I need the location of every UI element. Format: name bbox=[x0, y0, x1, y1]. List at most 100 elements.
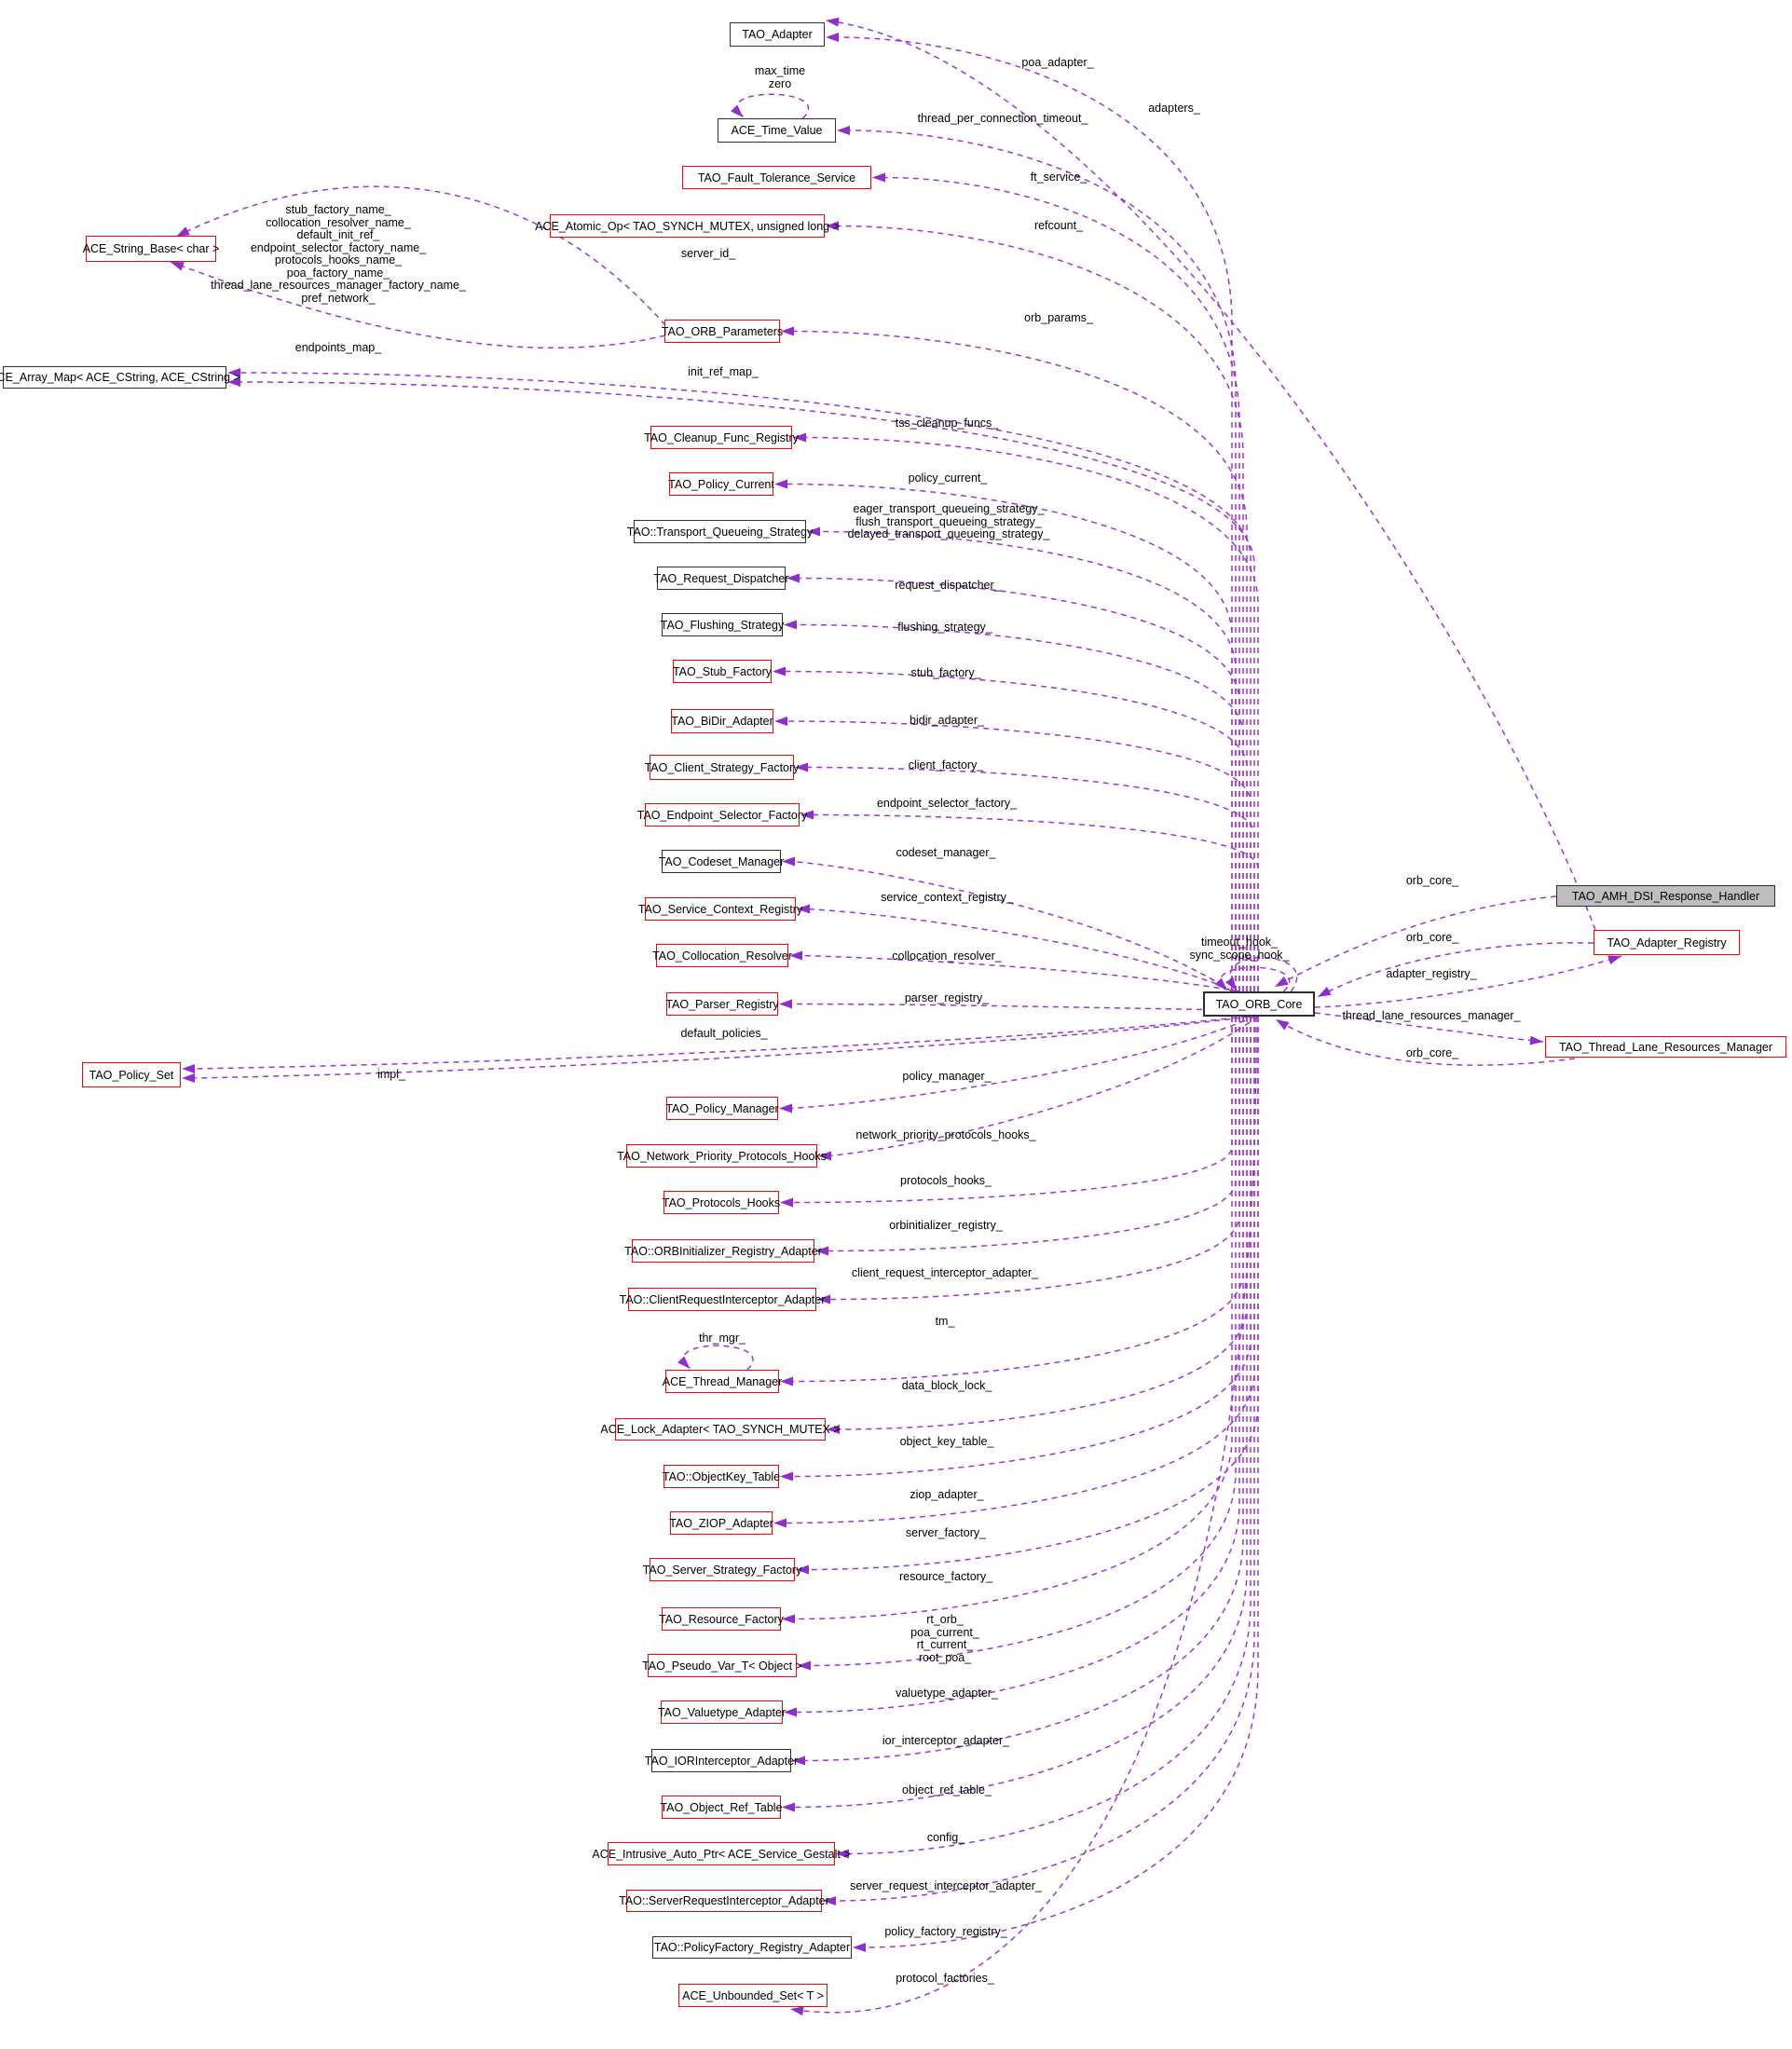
class-node-amh[interactable]: TAO_AMH_DSI_Response_Handler bbox=[1556, 885, 1775, 907]
arrowhead-icon bbox=[781, 326, 794, 336]
edge-line bbox=[789, 1003, 1203, 1011]
class-node-tqs[interactable]: TAO::Transport_Queueing_Strategy bbox=[627, 520, 813, 543]
arrowhead-icon bbox=[790, 2006, 804, 2016]
edge-label: rt_orb_poa_current_rt_current_root_poa_ bbox=[910, 1613, 979, 1664]
edge-label: service_context_registry_ bbox=[881, 891, 1013, 904]
class-node-iorint[interactable]: TAO_IORInterceptor_Adapter bbox=[645, 1749, 798, 1772]
class-node-parser[interactable]: TAO_Parser_Registry bbox=[665, 992, 779, 1016]
arrowhead-icon bbox=[227, 368, 240, 377]
edge-label: refcount_ bbox=[1033, 219, 1084, 232]
class-node-resfac[interactable]: TAO_Resource_Factory bbox=[659, 1607, 784, 1631]
class-node-atomic[interactable]: ACE_Atomic_Op< TAO_SYNCH_MUTEX, unsigned… bbox=[535, 214, 840, 238]
edge-label: orb_core_ bbox=[1405, 874, 1459, 887]
edge-label: network_priority_protocols_hooks_ bbox=[855, 1128, 1036, 1141]
class-node-clientsf[interactable]: TAO_Client_Strategy_Factory bbox=[645, 755, 799, 780]
edge-line bbox=[789, 1016, 1257, 2014]
edge-line bbox=[847, 130, 1237, 991]
arrowhead-icon bbox=[171, 262, 185, 271]
arrowhead-icon bbox=[823, 1896, 836, 1906]
arrowhead-icon bbox=[1214, 977, 1227, 990]
arrowhead-icon bbox=[182, 1073, 195, 1083]
class-node-netprio[interactable]: TAO_Network_Priority_Protocols_Hooks bbox=[617, 1144, 827, 1168]
edge-line bbox=[783, 670, 1248, 991]
class-node-policycur[interactable]: TAO_Policy_Current bbox=[668, 472, 774, 496]
edge-label: adapter_registry_ bbox=[1386, 967, 1477, 980]
class-node-svcctx[interactable]: TAO_Service_Context_Registry bbox=[638, 897, 802, 921]
arrowhead-icon bbox=[1529, 1035, 1543, 1045]
arrowhead-icon bbox=[826, 17, 840, 27]
class-node-arraymap[interactable]: ACE_Array_Map< ACE_CString, ACE_CString … bbox=[0, 366, 240, 389]
class-node-policyset[interactable]: TAO_Policy_Set bbox=[82, 1062, 181, 1087]
class-node-bidir[interactable]: TAO_BiDir_Adapter bbox=[671, 709, 773, 733]
class-node-thrmgr[interactable]: ACE_Thread_Manager bbox=[663, 1370, 782, 1393]
edge-label: server_id_ bbox=[680, 247, 736, 260]
class-node-colloc[interactable]: TAO_Collocation_Resolver bbox=[652, 944, 792, 967]
arrowhead-icon bbox=[1224, 977, 1237, 990]
class-node-flush[interactable]: TAO_Flushing_Strategy bbox=[661, 613, 784, 636]
arrowhead-icon bbox=[784, 620, 797, 630]
edge-label: orb_core_ bbox=[1405, 1046, 1459, 1059]
class-node-orbparams[interactable]: TAO_ORB_Parameters bbox=[662, 320, 783, 343]
arrowhead-icon bbox=[1275, 976, 1289, 987]
class-node-serverreq[interactable]: TAO::ServerRequestInterceptor_Adapter bbox=[619, 1890, 829, 1912]
class-node-endpsel[interactable]: TAO_Endpoint_Selector_Factory bbox=[637, 803, 807, 826]
edge-line bbox=[682, 1345, 754, 1371]
edge-label: object_key_table_ bbox=[899, 1435, 994, 1448]
arrowhead-icon bbox=[780, 1376, 793, 1386]
class-node-cleanup[interactable]: TAO_Cleanup_Func_Registry bbox=[644, 426, 799, 449]
arrowhead-icon bbox=[784, 1707, 797, 1717]
class-node-clientreq[interactable]: TAO::ClientRequestInterceptor_Adapter bbox=[620, 1288, 825, 1311]
arrowhead-icon bbox=[782, 1802, 795, 1812]
edge-label: orb_params_ bbox=[1024, 311, 1093, 324]
edge-line bbox=[791, 330, 1248, 991]
edge-line bbox=[170, 261, 666, 349]
arrowhead-icon bbox=[795, 762, 808, 772]
arrowhead-icon bbox=[677, 1356, 691, 1369]
class-node-adreg[interactable]: TAO_Adapter_Registry bbox=[1594, 930, 1740, 955]
class-node-protohooks[interactable]: TAO_Protocols_Hooks bbox=[663, 1191, 780, 1214]
class-node-ziop[interactable]: TAO_ZIOP_Adapter bbox=[669, 1511, 773, 1535]
class-node-ft[interactable]: TAO_Fault_Tolerance_Service bbox=[682, 166, 871, 189]
edge-line bbox=[828, 1017, 1240, 1301]
class-node-reqdisp[interactable]: TAO_Request_Dispatcher bbox=[654, 567, 789, 590]
edge-label: thread_lane_resources_manager_ bbox=[1342, 1009, 1521, 1022]
class-node-intrusive[interactable]: ACE_Intrusive_Auto_Ptr< ACE_Service_Gest… bbox=[592, 1842, 851, 1865]
class-node-objkey[interactable]: TAO::ObjectKey_Table bbox=[663, 1465, 780, 1488]
edge-line bbox=[811, 813, 1259, 991]
arrowhead-icon bbox=[826, 221, 839, 231]
class-node-valuetype[interactable]: TAO_Valuetype_Adapter bbox=[658, 1701, 786, 1724]
class-node-strbase[interactable]: ACE_String_Base< char > bbox=[83, 236, 219, 262]
edge-label: thr_mgr_ bbox=[698, 1332, 746, 1345]
class-node-tlrm[interactable]: TAO_Thread_Lane_Resources_Manager bbox=[1545, 1036, 1786, 1058]
edge-label: poa_adapter_ bbox=[1021, 56, 1094, 69]
class-node-objref[interactable]: TAO_Object_Ref_Table bbox=[660, 1796, 783, 1819]
edge-label: collocation_resolver_ bbox=[892, 949, 1002, 963]
edge-line bbox=[1229, 957, 1298, 992]
edge-label: endpoints_map_ bbox=[294, 341, 382, 354]
class-node-core[interactable]: TAO_ORB_Core bbox=[1203, 991, 1315, 1017]
arrowhead-icon bbox=[731, 104, 744, 117]
edge-label: policy_factory_registry_ bbox=[884, 1925, 1007, 1938]
edge-line bbox=[789, 1016, 1255, 1110]
class-node-pseudovar[interactable]: TAO_Pseudo_Var_T< Object > bbox=[642, 1654, 802, 1677]
class-node-lockad[interactable]: ACE_Lock_Adapter< TAO_SYNCH_MUTEX > bbox=[600, 1418, 841, 1441]
class-node-orbinit[interactable]: TAO::ORBInitializer_Registry_Adapter bbox=[624, 1239, 822, 1263]
class-node-codeset[interactable]: TAO_Codeset_Manager bbox=[659, 850, 784, 873]
class-node-unbounded[interactable]: ACE_Unbounded_Set< T > bbox=[678, 1984, 828, 2007]
edge-line bbox=[238, 381, 1255, 991]
class-node-adapter[interactable]: TAO_Adapter bbox=[730, 22, 825, 47]
class-node-serverstrat[interactable]: TAO_Server_Strategy_Factory bbox=[643, 1558, 801, 1581]
class-node-polfacreg[interactable]: TAO::PolicyFactory_Registry_Adapter bbox=[652, 1936, 852, 1959]
edge-line bbox=[806, 1017, 1259, 1571]
edge-line bbox=[238, 372, 1252, 991]
edge-label: thread_per_connection_timeout_ bbox=[917, 112, 1088, 125]
arrowhead-icon bbox=[227, 377, 240, 387]
arrowhead-icon bbox=[815, 1246, 828, 1256]
edge-line bbox=[735, 93, 810, 119]
class-node-policymgr[interactable]: TAO_Policy_Manager bbox=[665, 1097, 779, 1120]
class-node-timevalue[interactable]: ACE_Time_Value bbox=[718, 118, 836, 143]
arrowhead-icon bbox=[782, 1614, 795, 1624]
arrowhead-icon bbox=[827, 1425, 840, 1434]
class-node-stubf[interactable]: TAO_Stub_Factory bbox=[673, 660, 772, 683]
